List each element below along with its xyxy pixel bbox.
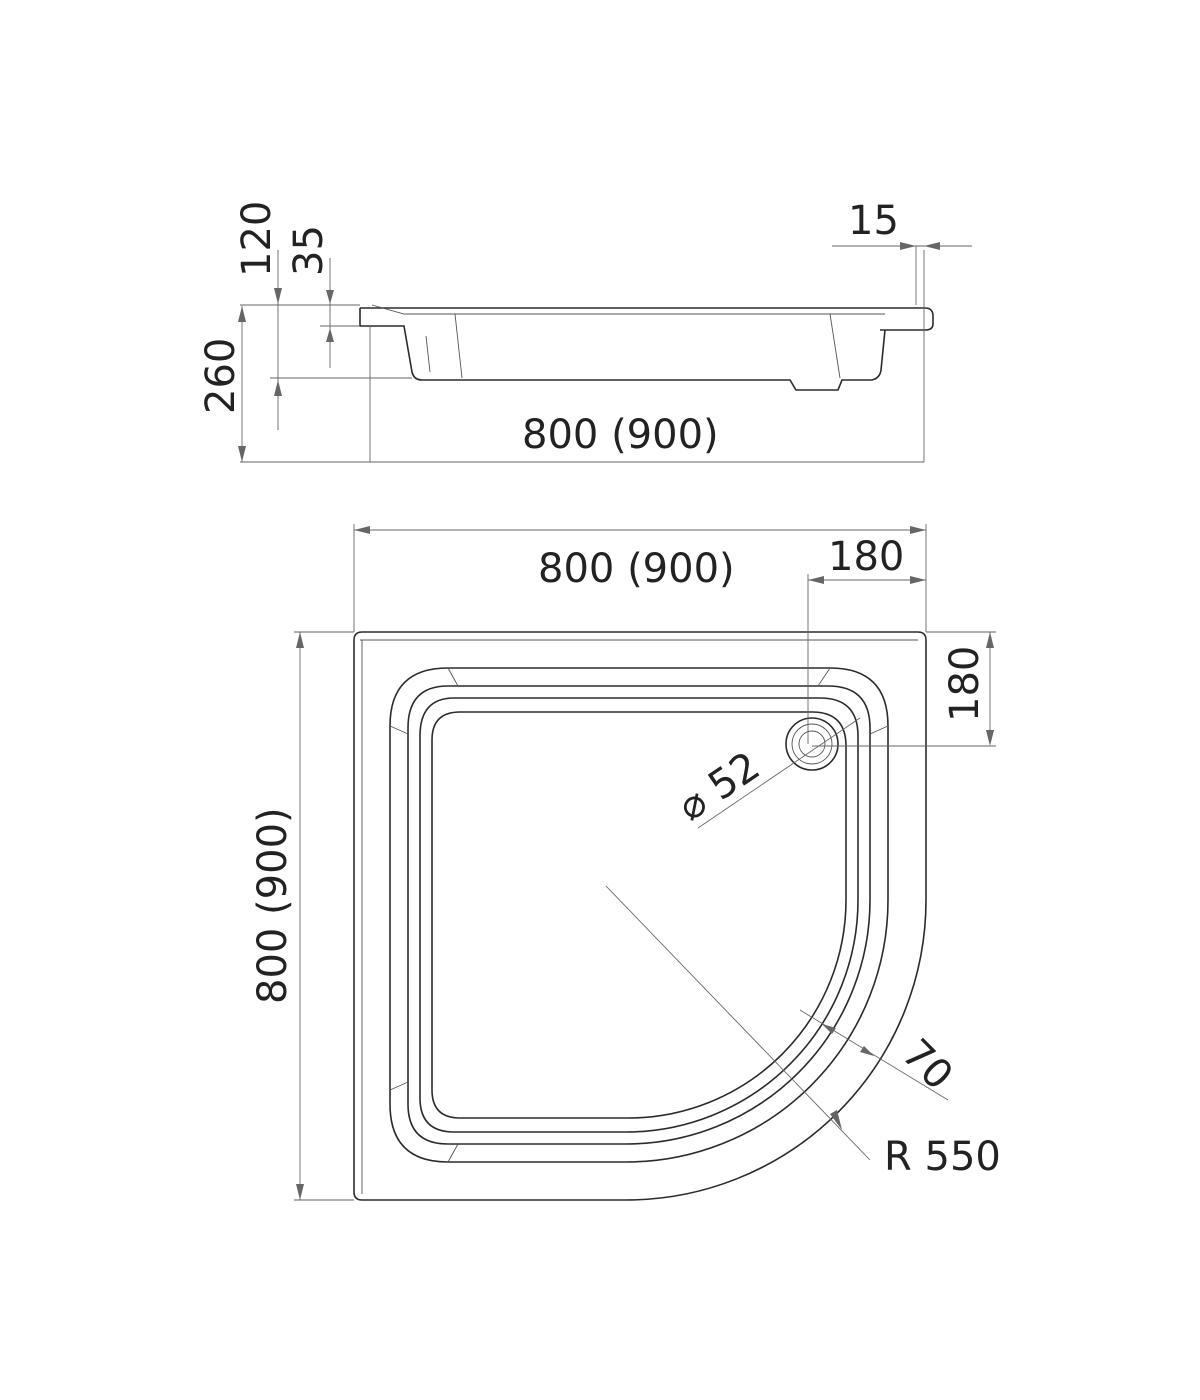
dim-drain-x-label: 180 <box>828 534 904 580</box>
side-tray-outline <box>359 308 886 391</box>
dim-leader-radius <box>605 885 871 1161</box>
arrow <box>986 632 994 648</box>
dim-260-label: 260 <box>198 338 244 414</box>
drain-inner <box>798 730 826 758</box>
arrow <box>924 242 940 250</box>
side-view: 260 120 35 15 800 (900) <box>198 198 972 463</box>
dim-length-label: 800 (900) <box>522 412 719 458</box>
arrow <box>326 328 334 342</box>
dim-rim-band-label: 70 <box>893 1031 962 1100</box>
top-basin <box>431 711 847 1119</box>
arrow <box>238 306 246 322</box>
dim-15-label: 15 <box>848 198 899 244</box>
top-rim-band-2 <box>407 685 871 1145</box>
arrow <box>808 576 824 584</box>
dim-120-label: 120 <box>234 201 280 277</box>
arrow <box>860 1046 874 1056</box>
drain-outer <box>785 717 839 771</box>
arrow <box>274 288 282 304</box>
arrow <box>900 242 916 250</box>
arrow <box>296 632 304 648</box>
drain-mid <box>791 723 833 765</box>
arrow <box>238 446 246 462</box>
arrow <box>326 290 334 304</box>
arrow <box>910 526 926 534</box>
dim-drain-diameter-label: ⌀ 52 <box>670 743 768 830</box>
top-rim-band-3 <box>419 697 859 1133</box>
arrow <box>910 576 926 584</box>
top-view: 800 (900) 180 180 800 (900) ⌀ 52 R 550 7 <box>250 524 1001 1201</box>
top-tray-outer-inner <box>360 639 918 1194</box>
dim-leader-drain-diameter <box>697 717 861 829</box>
arrow <box>354 526 370 534</box>
dim-radius-label: R 550 <box>884 1134 1001 1180</box>
top-rim-band-1 <box>389 667 889 1163</box>
arrow <box>822 1024 836 1034</box>
arrow <box>986 730 994 746</box>
arrow <box>830 1110 842 1130</box>
dim-width-label: 800 (900) <box>538 546 735 592</box>
side-tray-rim <box>360 307 934 331</box>
top-rim-notches <box>389 667 889 1163</box>
dim-35-label: 35 <box>286 225 332 276</box>
top-tray-outer <box>353 631 927 1201</box>
arrow <box>274 380 282 396</box>
side-tray-inner <box>371 304 885 379</box>
dim-depth-label: 800 (900) <box>250 807 296 1004</box>
arrow <box>296 1184 304 1200</box>
dim-drain-y-label: 180 <box>942 646 988 722</box>
